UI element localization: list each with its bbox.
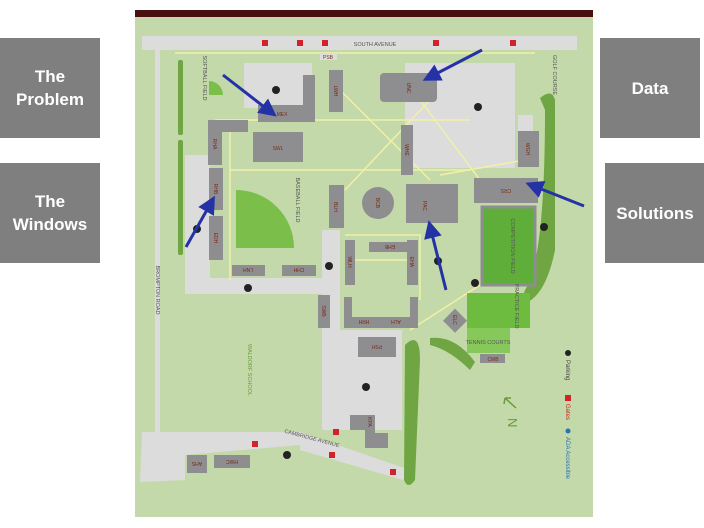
legend-parking: Parking: [564, 360, 570, 380]
the-problem-box[interactable]: The Problem: [0, 38, 100, 138]
legend: Parking Gates ADA Accessible: [564, 350, 571, 480]
label-eha: EHA: [408, 257, 414, 268]
label-blh: BLH: [332, 202, 338, 212]
map-top-bar: [135, 10, 593, 17]
street-south-avenue: SOUTH AVENUE: [354, 42, 397, 48]
label-ahs: AHS: [191, 460, 202, 466]
legend-ada: ADA Accessible: [564, 437, 570, 480]
competition-field: [480, 205, 537, 287]
area-waldorf-school: WALDORF SCHOOL: [246, 344, 252, 396]
label-bcb: BCB: [374, 198, 380, 209]
street-brompton-road: BROMPTON ROAD: [154, 265, 160, 314]
label-psh: PSH: [371, 343, 382, 349]
buildings: [187, 53, 539, 473]
label-whe: WHE: [403, 144, 409, 156]
area-softball-field: SOFTBALL FIELD: [201, 55, 207, 100]
label-wgh: WGH: [524, 143, 530, 156]
area-practice-field: PRACTICE FIELD: [513, 284, 519, 329]
tennis-courts: [467, 328, 510, 353]
label-edh: EDH: [212, 233, 218, 244]
area-tennis-courts: TENNIS COURTS: [466, 340, 511, 346]
label-swb: SWB: [320, 305, 326, 317]
data-box[interactable]: Data: [600, 38, 700, 138]
softball-diamond: [209, 81, 223, 95]
fields: [209, 81, 537, 353]
label-chh: CHH: [293, 266, 304, 272]
area-competition-field: COMPETITION FIELD: [509, 218, 515, 273]
baseball-diamond: [236, 190, 294, 248]
campus-map: PSB LWH UNC MEX RHA SWL WHE WGH CRS PAC …: [135, 10, 593, 517]
label-elc: ELC: [451, 315, 457, 325]
label-lwh: LWH: [332, 86, 338, 97]
legend-gates: Gates: [564, 404, 570, 420]
label-hwc: HWC: [226, 458, 238, 464]
label-alh: ALH: [391, 318, 401, 324]
north-label: N: [505, 418, 520, 427]
label-unc: UNC: [405, 83, 411, 94]
practice-field: [467, 293, 530, 328]
solutions-box[interactable]: Solutions: [605, 163, 704, 263]
north-arrow: N: [503, 397, 520, 427]
label-wlh: WLH: [346, 256, 352, 268]
label-mex: MEX: [277, 112, 289, 118]
label-lnh: LNH: [243, 266, 253, 272]
the-windows-box[interactable]: The Windows: [0, 163, 100, 263]
label-swl: SWL: [273, 146, 284, 152]
label-crs: CRS: [500, 187, 511, 193]
arrow-to-crs: [525, 181, 585, 208]
label-ehb: EHB: [384, 243, 395, 249]
area-golf-course: GOLF COURSE: [551, 55, 557, 95]
label-kpa: KPA: [366, 417, 372, 427]
arrow-to-rhb: [184, 195, 215, 248]
arrow-to-unc: [422, 48, 483, 81]
label-rhb: RHB: [212, 184, 218, 195]
arrow-to-pac: [424, 220, 448, 291]
label-cmb: CMB: [487, 357, 499, 363]
roads: [140, 36, 577, 482]
label-hrh: HRH: [358, 318, 369, 324]
tree-lines: [178, 60, 555, 485]
area-baseball-field: BASEBALL FIELD: [294, 177, 300, 222]
arrow-to-mex: [222, 73, 277, 117]
label-rha: RHA: [211, 139, 217, 150]
label-pac: PAC: [421, 201, 427, 211]
gates: [252, 40, 516, 475]
label-psb: PSB: [323, 55, 334, 61]
annotation-arrows: [184, 48, 585, 291]
